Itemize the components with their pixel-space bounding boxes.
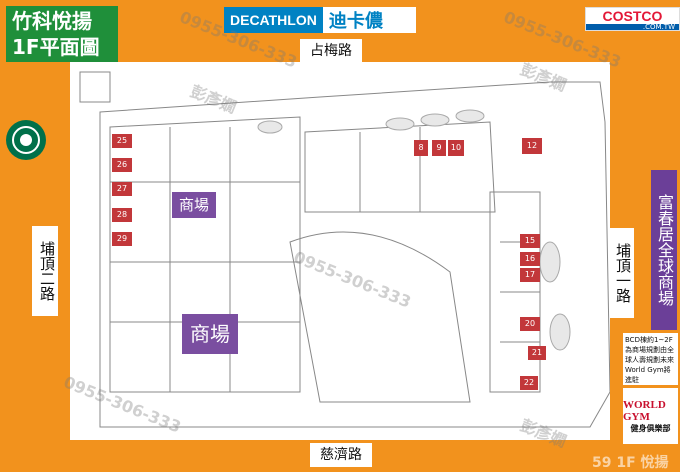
shop-29: 29	[112, 232, 132, 246]
shop-17: 17	[520, 268, 540, 282]
road-top-label: 占梅路	[300, 39, 362, 63]
shop-27: 27	[112, 182, 132, 196]
world-gym-logo: WORLD GYM 健身俱樂部	[623, 388, 678, 444]
decathlon-en: DECATHLON	[224, 7, 323, 33]
map-title-line1: 竹科悅揚	[12, 9, 92, 33]
side-mall-label: 富春居全球商場	[651, 170, 677, 330]
road-bottom-label: 慈濟路	[310, 443, 372, 467]
costco-logo: COSTCO .COM.TW	[585, 7, 680, 31]
shop-20: 20	[520, 317, 540, 331]
starbucks-icon	[6, 120, 46, 160]
bottom-logo: 59 1F 悅揚	[592, 455, 669, 471]
mall-upper: 商場	[172, 192, 216, 218]
mall-lower: 商場	[182, 314, 238, 354]
shop-22: 22	[520, 376, 538, 390]
shop-28: 28	[112, 208, 132, 222]
costco-name: COSTCO	[602, 8, 663, 24]
gym-note: BCD棟約1~2F為商場規劃由全球人壽規劃未來World Gym將進駐	[623, 333, 678, 385]
costco-sub: .COM.TW	[586, 24, 679, 31]
floor-plan: 25 26 27 28 29 8 9 10 12 15 16 17 20 21 …	[70, 62, 611, 440]
shop-25: 25	[112, 134, 132, 148]
shop-15: 15	[520, 234, 540, 248]
gym-name: WORLD GYM	[623, 398, 666, 423]
shop-8: 8	[414, 140, 428, 156]
map-title-line2: 1F平面圖	[12, 35, 100, 59]
shop-9: 9	[432, 140, 446, 156]
shop-21: 21	[528, 346, 546, 360]
shop-12: 12	[522, 138, 542, 154]
shop-26: 26	[112, 158, 132, 172]
decathlon-zh: 迪卡儂	[328, 11, 383, 32]
map-title: 竹科悅揚 1F平面圖	[6, 6, 118, 62]
decathlon-logo: DECATHLON 迪卡儂	[224, 7, 416, 33]
shop-16: 16	[520, 252, 540, 266]
shop-10: 10	[448, 140, 464, 156]
road-left-label: 埔頂二路	[32, 226, 58, 316]
road-right-label: 埔頂一路	[608, 228, 634, 318]
gym-sub: 健身俱樂部	[630, 423, 671, 433]
